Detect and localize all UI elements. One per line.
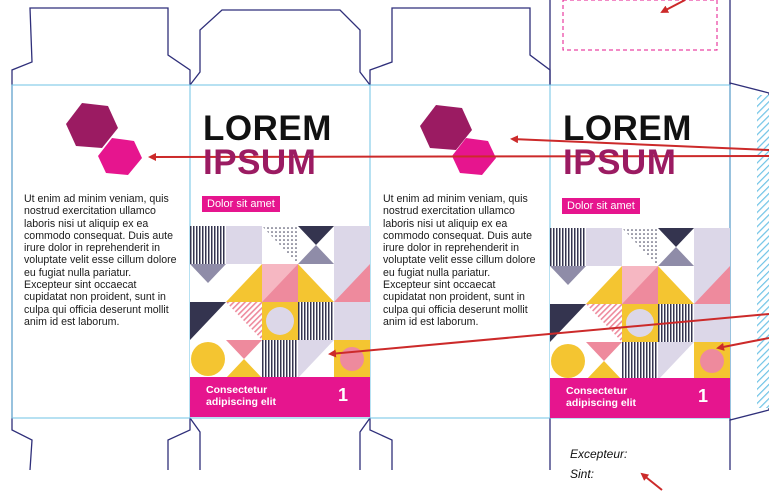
bottom-flap-label-1: Excepteur:: [570, 447, 628, 461]
panel-body-text-left: Ut enim ad minim veniam, quis nostrud ex…: [24, 193, 177, 328]
footer-bar-left: Consectetur adipiscing elit 1: [190, 377, 370, 417]
footer-text: Consectetur adipiscing elit: [566, 385, 637, 409]
annotation-arrows: [148, 0, 769, 491]
footer-number: 1: [337, 385, 348, 405]
product-title-line2-right: IPSUM: [563, 143, 677, 182]
window-cutout-dashed: [562, 0, 718, 51]
hexagon-logo-center: [420, 105, 496, 175]
tagline-badge-right: Dolor sit amet: [562, 198, 640, 214]
footer-text: Consectetur adipiscing elit: [206, 384, 277, 408]
glue-area: [757, 95, 769, 408]
product-title-line1-right: LOREM: [563, 109, 692, 148]
panel-body-text-center: Ut enim ad minim veniam, quis nostrud ex…: [383, 193, 536, 328]
footer-bar-right: Consectetur adipiscing elit 1: [550, 378, 730, 418]
product-title-line1-left: LOREM: [203, 109, 332, 148]
product-title-line2-left: IPSUM: [203, 143, 317, 182]
tagline-badge-left: Dolor sit amet: [202, 196, 280, 212]
hexagon-logo-left: [66, 103, 142, 175]
bottom-flap-label-2: Sint:: [570, 467, 595, 481]
footer-number: 1: [697, 386, 708, 406]
